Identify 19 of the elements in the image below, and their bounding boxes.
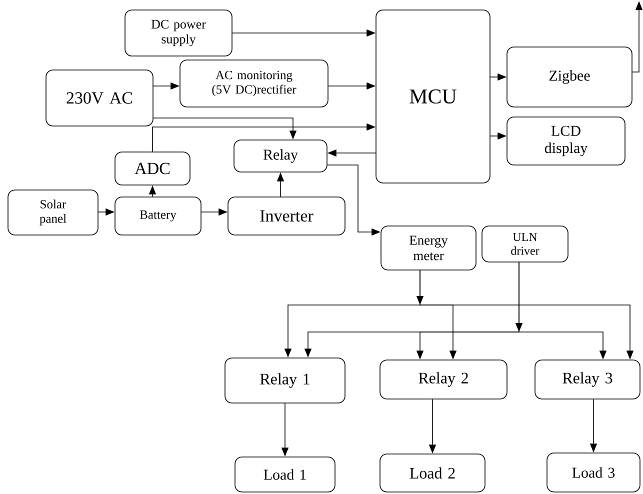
process-box: Load 3 — [546, 452, 640, 492]
process-box: Load 1 — [234, 456, 336, 492]
process-box: ADC — [114, 152, 190, 186]
process-box: ULN driver — [482, 226, 568, 262]
process-box: Zigbee — [506, 46, 632, 108]
process-box: LCD display — [506, 116, 626, 166]
process-box: AC monitoring (5V DC)rectifier — [180, 60, 328, 108]
process-box: Load 2 — [380, 454, 486, 492]
process-box: Battery — [114, 196, 202, 236]
process-box: DC power supply — [124, 10, 232, 56]
process-box: MCU — [376, 10, 490, 184]
process-box: Relay 2 — [380, 360, 508, 400]
process-box: 230V AC — [46, 70, 154, 126]
process-box: Relay 3 — [534, 360, 640, 400]
process-box: Energy meter — [380, 226, 476, 270]
process-box: Solar panel — [8, 190, 98, 236]
process-box: Relay — [234, 140, 328, 172]
process-box: Relay 1 — [224, 358, 346, 404]
process-box: Inverter — [228, 196, 346, 236]
